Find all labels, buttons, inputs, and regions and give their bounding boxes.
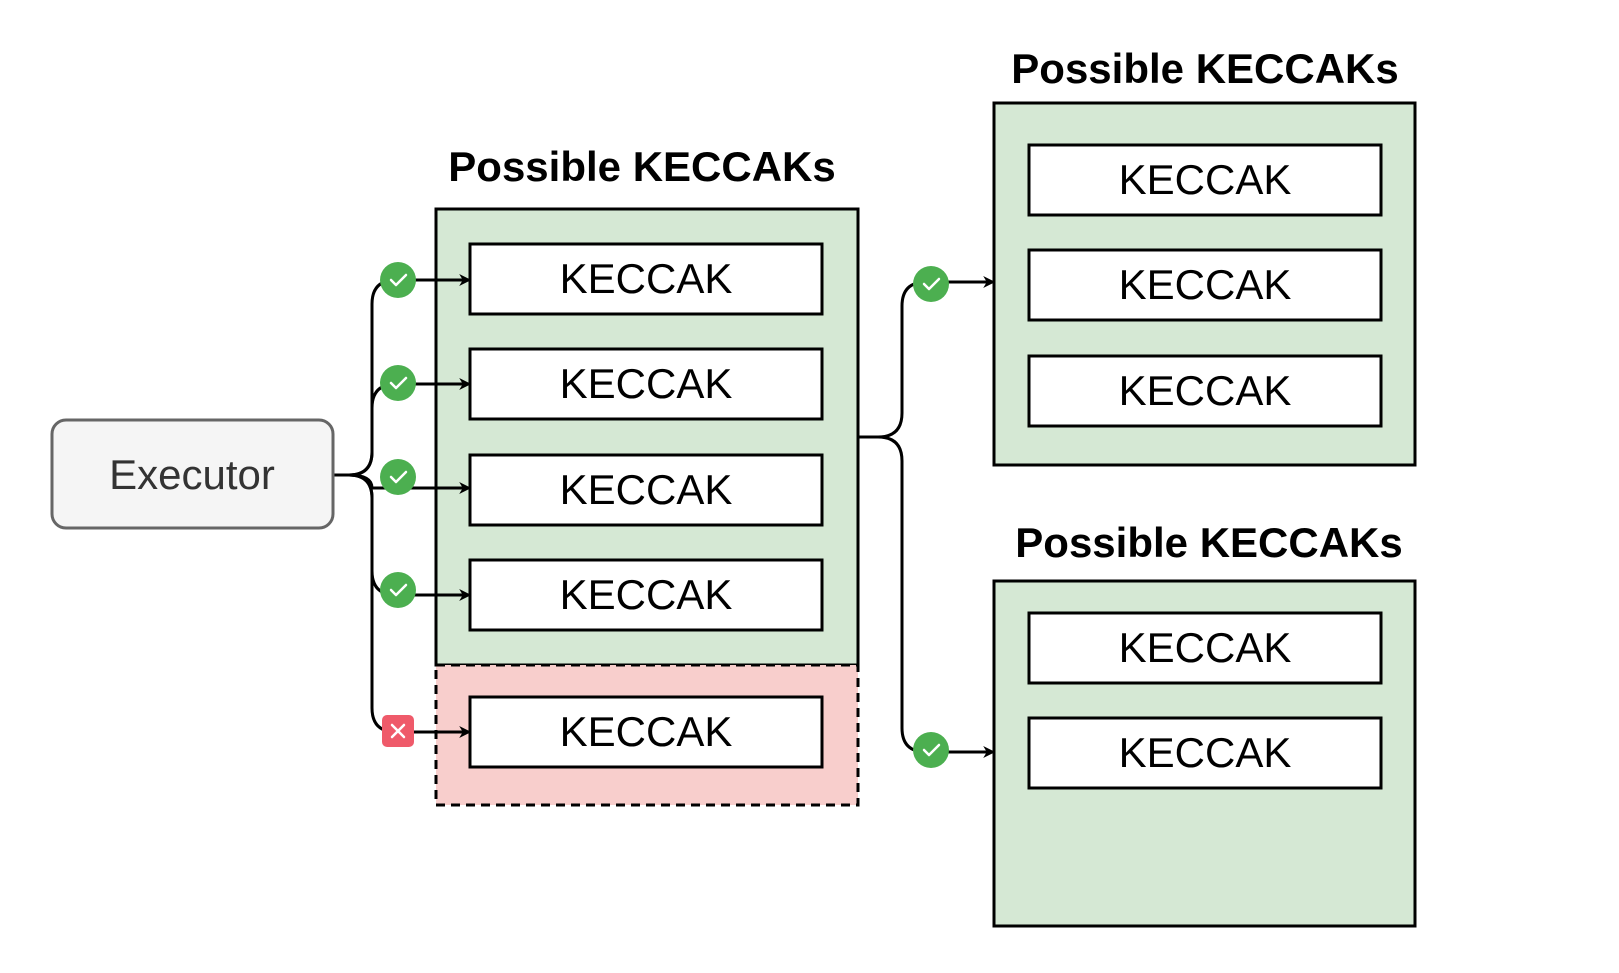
keccak-box: KECCAK — [1027, 248, 1383, 322]
keccak-box: KECCAK — [468, 347, 824, 421]
keccak-box: KECCAK — [1027, 611, 1383, 685]
top-right-panel: Possible KECCAKs KECCAK KECCAK KECCAK — [992, 45, 1417, 467]
check-circle-icon — [380, 365, 416, 401]
keccak-box: KECCAK — [468, 242, 824, 316]
center-panel: Possible KECCAKs KECCAK KECCAK KECCAK KE… — [434, 143, 860, 807]
keccak-box-failed: KECCAK — [468, 695, 824, 769]
svg-text:KECCAK: KECCAK — [560, 708, 733, 755]
svg-text:KECCAK: KECCAK — [560, 255, 733, 302]
check-circle-icon — [380, 262, 416, 298]
top-right-panel-title: Possible KECCAKs — [1011, 45, 1398, 92]
connector-arrow — [858, 435, 996, 758]
svg-text:KECCAK: KECCAK — [1119, 367, 1292, 414]
svg-text:KECCAK: KECCAK — [1119, 156, 1292, 203]
svg-text:KECCAK: KECCAK — [1119, 624, 1292, 671]
bottom-right-panel-title: Possible KECCAKs — [1015, 519, 1402, 566]
svg-text:KECCAK: KECCAK — [560, 571, 733, 618]
keccak-box: KECCAK — [1027, 143, 1383, 217]
executor-label: Executor — [109, 451, 275, 498]
keccak-box: KECCAK — [468, 558, 824, 632]
center-panel-title: Possible KECCAKs — [448, 143, 835, 190]
check-circle-icon — [380, 459, 416, 495]
keccak-box: KECCAK — [468, 453, 824, 527]
check-circle-icon — [380, 572, 416, 608]
executor-node: Executor — [50, 418, 335, 530]
svg-text:KECCAK: KECCAK — [560, 360, 733, 407]
check-circle-icon — [913, 732, 949, 768]
connector-arrow — [858, 276, 996, 439]
panel-connectors — [858, 276, 996, 758]
cross-square-icon — [382, 715, 414, 747]
svg-text:KECCAK: KECCAK — [1119, 261, 1292, 308]
check-circle-icon — [913, 266, 949, 302]
keccak-box: KECCAK — [1027, 354, 1383, 428]
keccak-box: KECCAK — [1027, 716, 1383, 790]
svg-text:KECCAK: KECCAK — [1119, 729, 1292, 776]
bottom-right-panel: Possible KECCAKs KECCAK KECCAK — [992, 519, 1417, 928]
svg-text:KECCAK: KECCAK — [560, 466, 733, 513]
